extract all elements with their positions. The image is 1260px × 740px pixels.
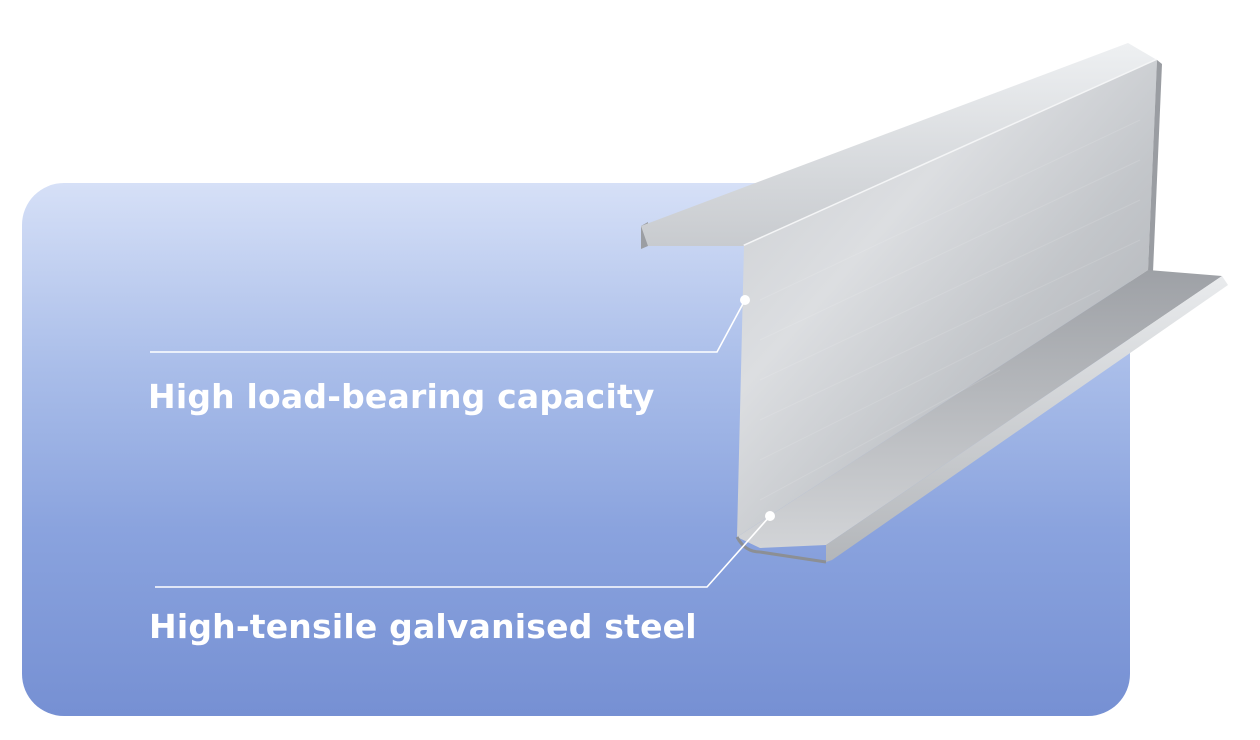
callout-connector-2 — [155, 511, 775, 588]
callout-label-load-bearing: High load-bearing capacity — [148, 377, 655, 416]
web — [737, 60, 1157, 537]
callout-connector-1 — [150, 295, 750, 353]
bottom-flange — [737, 270, 1222, 548]
bottom-lip — [826, 276, 1228, 562]
callout-label-steel: High-tensile galvanised steel — [149, 607, 697, 646]
top-flange — [641, 43, 1157, 246]
